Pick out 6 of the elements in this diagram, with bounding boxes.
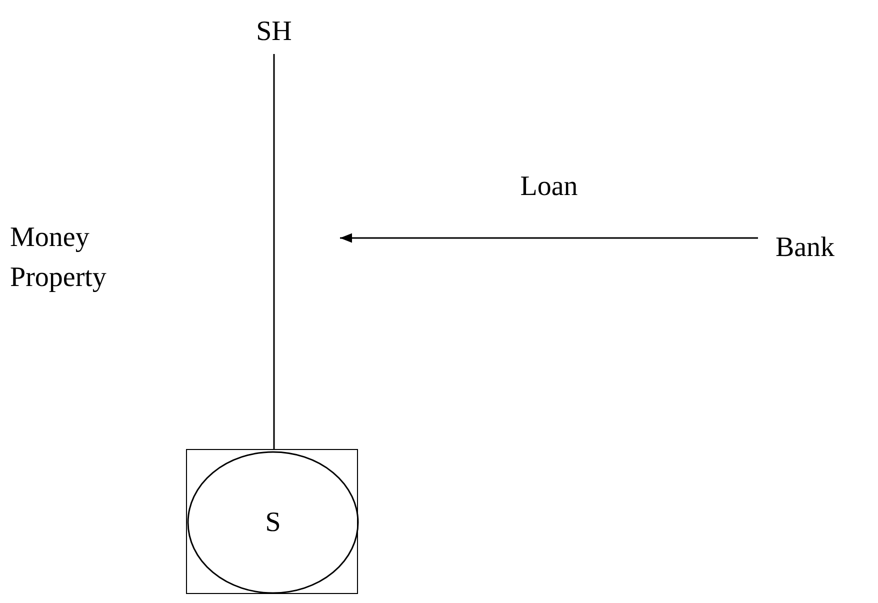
arrow [340, 233, 758, 243]
node-label: Bank [774, 232, 836, 264]
node-label: SH [255, 16, 293, 48]
node-label: S [264, 506, 282, 538]
line [273, 54, 275, 449]
text-label: Money Property [10, 221, 108, 295]
